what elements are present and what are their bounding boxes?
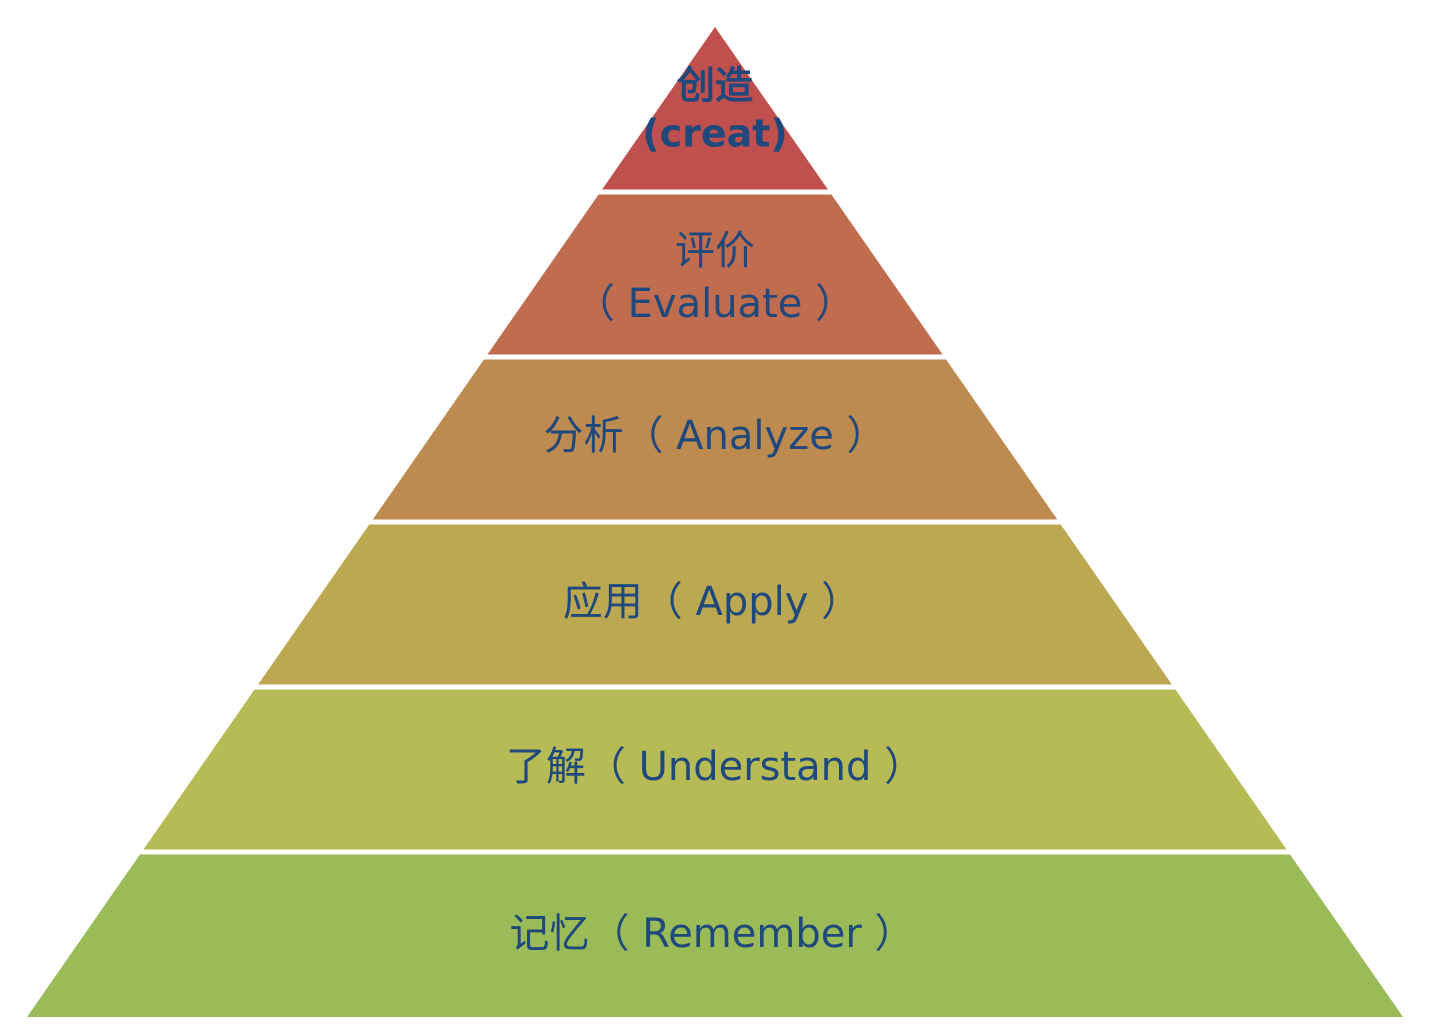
pyramid-layer-understand: [143, 689, 1287, 850]
pyramid-layer-evaluate: [487, 194, 943, 355]
label-understand: 了解（ Understand ）: [506, 744, 924, 790]
pyramid-layer-remember: [27, 854, 1403, 1017]
pyramid-layer-apply: [258, 524, 1172, 685]
pyramid-layer-analyze: [372, 359, 1058, 520]
label-analyze: 分析（ Analyze ）: [543, 413, 886, 459]
label-create-en: (creat): [642, 112, 788, 156]
label-evaluate-cn: 评价: [675, 228, 755, 274]
label-evaluate-en: （ Evaluate ）: [575, 281, 855, 327]
pyramid-layer-create: [602, 27, 828, 190]
label-apply: 应用（ Apply ）: [563, 579, 861, 625]
label-remember: 记忆（ Remember ）: [509, 911, 914, 957]
label-create-cn: 创造: [677, 64, 753, 108]
